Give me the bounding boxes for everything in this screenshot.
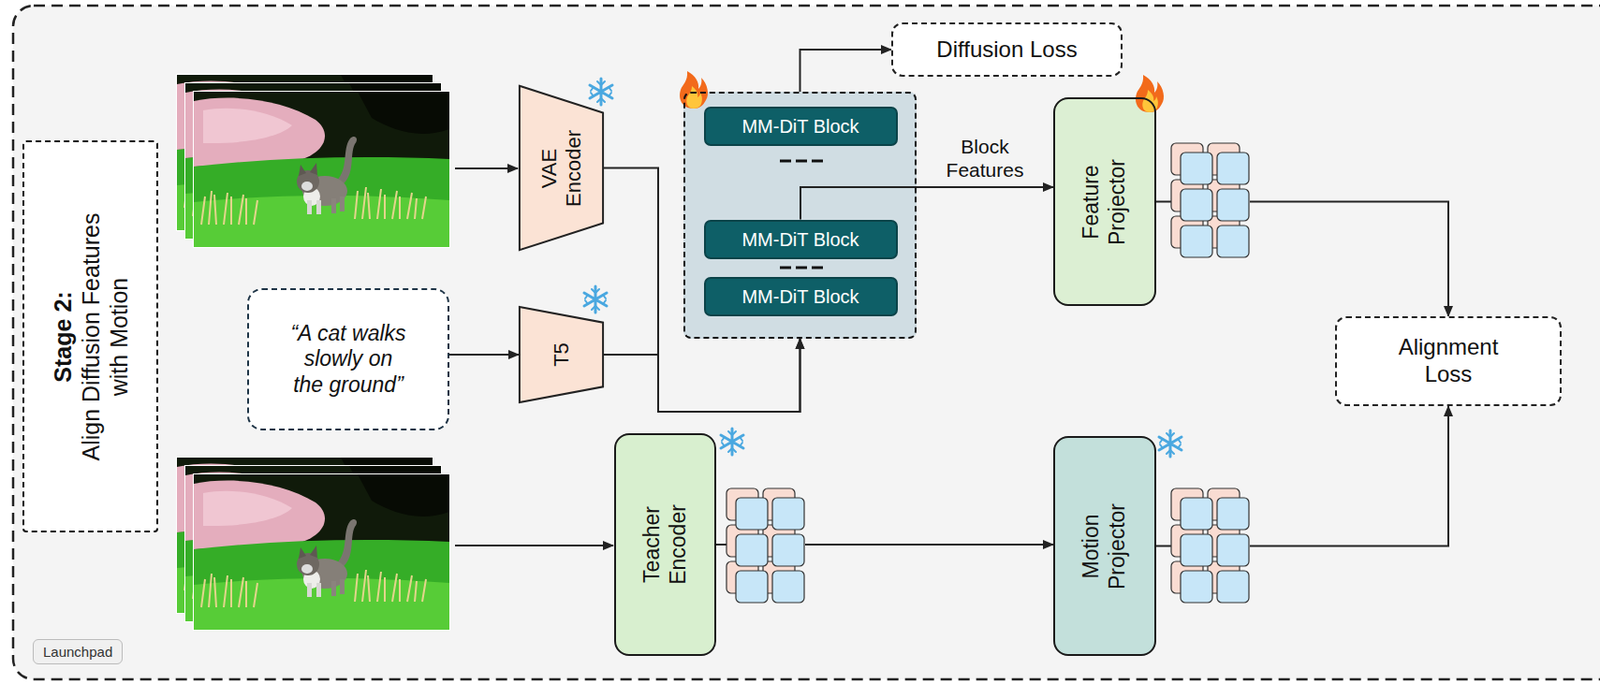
trainable-icon bbox=[1135, 74, 1164, 113]
tooltip-label: Launchpad bbox=[32, 639, 123, 665]
connector bbox=[800, 187, 1054, 221]
text-group: Diffusion Loss bbox=[936, 36, 1077, 64]
frozen-icon bbox=[584, 286, 607, 313]
stage-box: Stage 2:Align Diffusion Features with Mo… bbox=[22, 140, 159, 533]
trapezoid-shape bbox=[519, 307, 603, 403]
text-group: Motion Projector bbox=[1078, 502, 1131, 589]
text-group: Alignment Loss bbox=[1398, 334, 1499, 389]
loss-box: Alignment Loss bbox=[1335, 316, 1562, 407]
node-label: Align Diffusion Features with Motion bbox=[76, 196, 133, 478]
connector bbox=[449, 353, 519, 356]
trapezoid-shape bbox=[519, 86, 603, 250]
node-heading: Stage 2: bbox=[48, 196, 77, 478]
dit-block: MM-DiT Block bbox=[704, 220, 898, 260]
edge-label: Block Features bbox=[943, 134, 1028, 182]
text-group: Feature Projector bbox=[1078, 158, 1131, 245]
text-group: Teacher Encoder bbox=[639, 504, 691, 586]
video-frames bbox=[176, 456, 451, 632]
node-label: MM-DiT Block bbox=[741, 115, 859, 138]
dit-block: MM-DiT Block bbox=[704, 106, 898, 147]
text-group: VAE Encoder bbox=[536, 130, 587, 207]
token-grid bbox=[1171, 143, 1250, 260]
input-arrow bbox=[455, 167, 518, 170]
frozen-icon bbox=[589, 78, 613, 105]
encoder-trapezoid: VAE Encoder bbox=[518, 84, 604, 252]
connector bbox=[800, 49, 893, 92]
loss-box: Diffusion Loss bbox=[891, 22, 1123, 77]
node-label: “A cat walks slowly on the ground” bbox=[286, 321, 411, 399]
encoder-trapezoid: T5 bbox=[518, 306, 604, 404]
node-label: Teacher Encoder bbox=[639, 504, 691, 586]
prompt-box: “A cat walks slowly on the ground” bbox=[247, 288, 450, 431]
connector bbox=[603, 338, 801, 412]
projector-box: Motion Projector bbox=[1053, 436, 1157, 657]
node-label: Alignment Loss bbox=[1398, 334, 1499, 389]
node-label: T5 bbox=[548, 342, 573, 367]
text-group: MM-DiT Block bbox=[741, 285, 859, 309]
node-label: Diffusion Loss bbox=[936, 36, 1077, 64]
text-group: “A cat walks slowly on the ground” bbox=[286, 321, 411, 399]
frozen-icon bbox=[1159, 430, 1182, 457]
outer-frame bbox=[13, 5, 1600, 680]
frozen-icon bbox=[720, 428, 744, 456]
input-arrow bbox=[455, 544, 614, 547]
dit-block: MM-DiT Block bbox=[704, 277, 898, 317]
node-label: MM-DiT Block bbox=[741, 285, 859, 309]
projector-fill bbox=[1053, 97, 1157, 307]
node-label: Feature Projector bbox=[1078, 158, 1131, 245]
node-label: VAE Encoder bbox=[536, 130, 587, 207]
encoder-box: Teacher Encoder bbox=[614, 433, 717, 657]
video-frames bbox=[176, 73, 451, 249]
projector-box: Feature Projector bbox=[1053, 97, 1157, 307]
node-label: Motion Projector bbox=[1078, 502, 1131, 589]
token-grid bbox=[726, 488, 806, 605]
text-group: MM-DiT Block bbox=[741, 228, 859, 251]
node-label: MM-DiT Block bbox=[741, 228, 859, 251]
dit-container: MM-DiT BlockMM-DiT BlockMM-DiT Block bbox=[683, 91, 917, 339]
text-group: MM-DiT Block bbox=[741, 115, 859, 138]
text-group: T5 bbox=[548, 342, 573, 367]
token-grid bbox=[1171, 488, 1250, 605]
text-group: Stage 2:Align Diffusion Features with Mo… bbox=[48, 196, 133, 478]
